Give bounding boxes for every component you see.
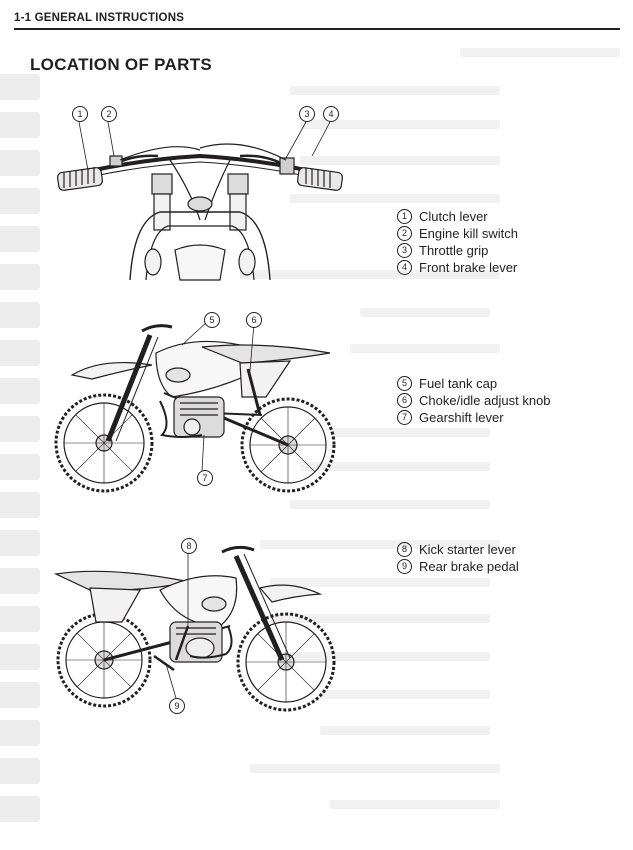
left-side-legend: 8 Kick starter lever 9 Rear brake pedal <box>397 541 519 575</box>
callout-4: 4 <box>323 106 339 122</box>
legend-item: 3 Throttle grip <box>397 242 518 259</box>
callout-9: 9 <box>169 698 185 714</box>
callout-3: 3 <box>299 106 315 122</box>
header-rule <box>14 28 620 30</box>
legend-label: Clutch lever <box>419 209 488 224</box>
legend-number: 3 <box>397 243 412 258</box>
callout-7: 7 <box>197 470 213 486</box>
legend-label: Front brake lever <box>419 260 518 275</box>
motorcycle-right-side-illustration <box>52 305 342 500</box>
callout-8: 8 <box>181 538 197 554</box>
legend-item: 8 Kick starter lever <box>397 541 519 558</box>
callout-5: 5 <box>204 312 220 328</box>
legend-item: 5 Fuel tank cap <box>397 375 551 392</box>
legend-number: 1 <box>397 209 412 224</box>
legend-number: 4 <box>397 260 412 275</box>
legend-label: Rear brake pedal <box>419 559 519 574</box>
motorcycle-left-side-illustration <box>50 530 340 720</box>
legend-item: 7 Gearshift lever <box>397 409 551 426</box>
legend-label: Gearshift lever <box>419 410 504 425</box>
callout-1: 1 <box>72 106 88 122</box>
legend-item: 9 Rear brake pedal <box>397 558 519 575</box>
page-header-label: 1-1 GENERAL INSTRUCTIONS <box>14 12 185 24</box>
handlebar-illustration <box>50 100 350 285</box>
legend-number: 6 <box>397 393 412 408</box>
show-through-tabs <box>0 64 40 824</box>
legend-label: Choke/idle adjust knob <box>419 393 551 408</box>
callout-6: 6 <box>246 312 262 328</box>
legend-number: 7 <box>397 410 412 425</box>
legend-label: Throttle grip <box>419 243 489 258</box>
handlebar-legend: 1 Clutch lever 2 Engine kill switch 3 Th… <box>397 208 518 276</box>
legend-item: 6 Choke/idle adjust knob <box>397 392 551 409</box>
callout-2: 2 <box>101 106 117 122</box>
legend-number: 8 <box>397 542 412 557</box>
legend-item: 1 Clutch lever <box>397 208 518 225</box>
legend-item: 2 Engine kill switch <box>397 225 518 242</box>
legend-item: 4 Front brake lever <box>397 259 518 276</box>
legend-number: 9 <box>397 559 412 574</box>
legend-label: Kick starter lever <box>419 542 516 557</box>
legend-label: Fuel tank cap <box>419 376 498 391</box>
legend-number: 5 <box>397 376 412 391</box>
section-title: LOCATION OF PARTS <box>30 55 213 74</box>
right-side-legend: 5 Fuel tank cap 6 Choke/idle adjust knob… <box>397 375 551 426</box>
legend-number: 2 <box>397 226 412 241</box>
legend-label: Engine kill switch <box>419 226 518 241</box>
